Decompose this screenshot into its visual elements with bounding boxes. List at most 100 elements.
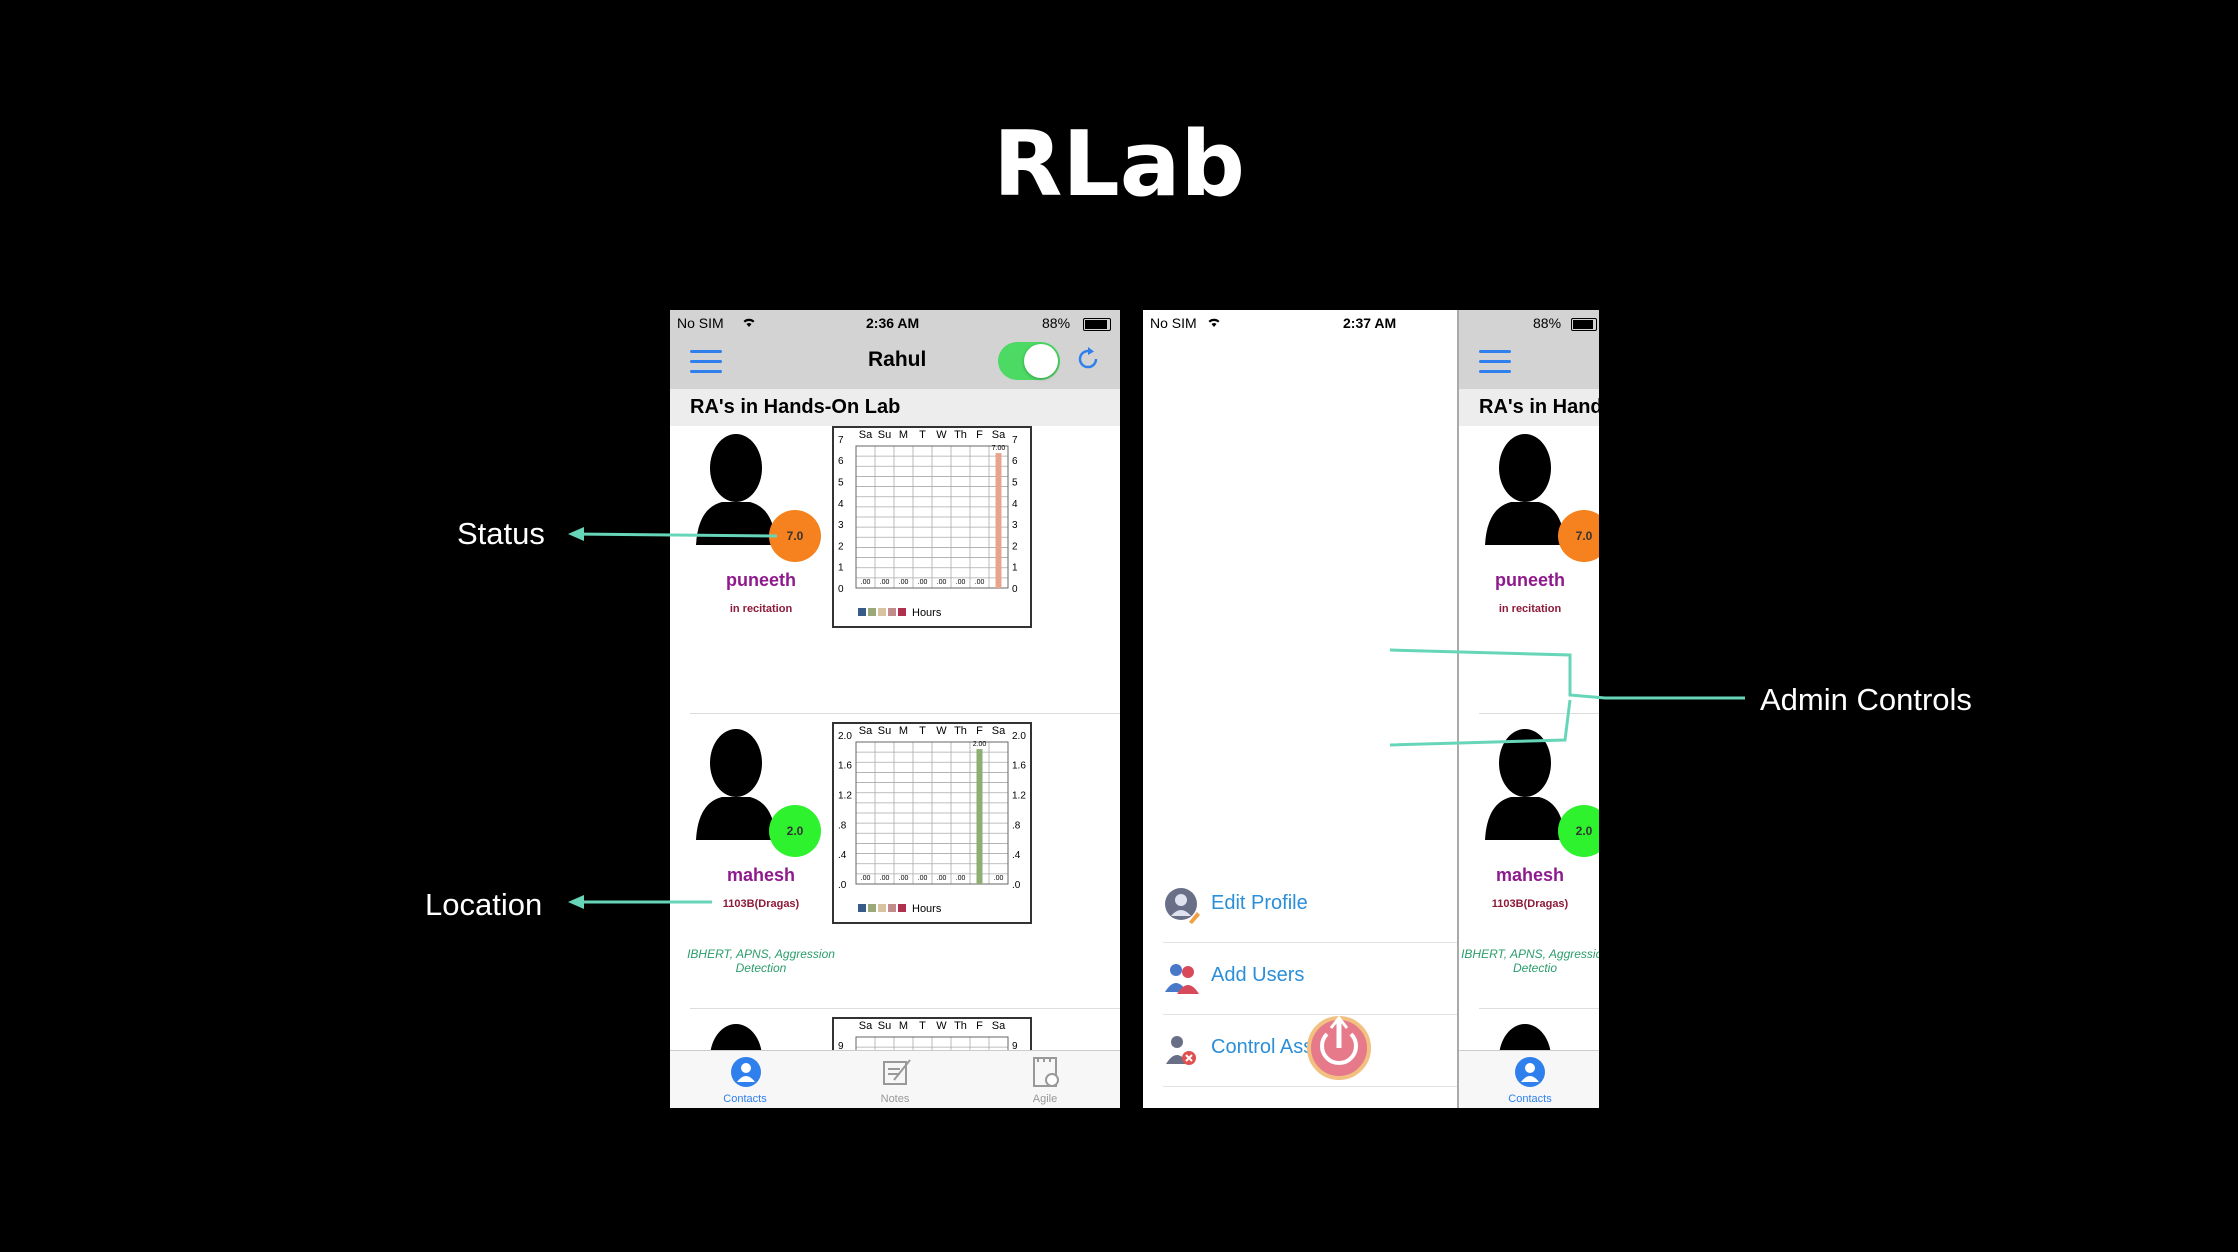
value-label: .00 [937, 875, 947, 882]
category-label: T [919, 1020, 926, 1032]
category-label: Th [954, 725, 967, 737]
status-bar: No SIM 2:36 AM 88% [670, 310, 1120, 336]
y-tick-label: .8 [1012, 820, 1021, 831]
status-badge: 2.0 [1558, 805, 1599, 857]
y-tick-label: .0 [1012, 880, 1021, 891]
section-title: RA's in Hands-On Lab [670, 389, 1120, 426]
value-label: .00 [937, 579, 947, 586]
tab-contacts[interactable]: Contacts [670, 1051, 820, 1108]
category-label: Th [954, 1020, 967, 1032]
nav-title: Rahul [868, 348, 927, 371]
status-badge-fill [769, 510, 821, 562]
category-label: M [899, 429, 908, 441]
peek-main-content[interactable]: 88% RA's in Hand 7.0 puneeth in recitati… [1457, 310, 1599, 1108]
divider [1479, 1008, 1599, 1009]
legend-swatch [878, 904, 886, 912]
y-tick-label: 5 [1012, 478, 1018, 489]
y-tick-label: 1.2 [838, 791, 852, 802]
menu-label: Add Users [1211, 964, 1305, 986]
menu-add-users[interactable]: Add Users [1163, 942, 1459, 1015]
category-label: Sa [859, 725, 873, 737]
value-label: .00 [861, 875, 871, 882]
y-tick-label: 0 [838, 584, 844, 595]
category-label: Sa [859, 1020, 873, 1032]
battery-icon [1571, 318, 1597, 331]
status-arrow [571, 532, 778, 538]
category-label: W [936, 429, 947, 441]
status-badge: 7.0 [1558, 510, 1599, 562]
wifi-icon [1206, 310, 1222, 336]
y-tick-label: 3 [838, 520, 844, 531]
category-label: Sa [992, 725, 1006, 737]
legend-swatch [898, 608, 906, 616]
slide-title: RLab [993, 112, 1245, 217]
carrier-label: No SIM [1150, 315, 1197, 331]
category-label: Su [878, 725, 891, 737]
category-label: W [936, 725, 947, 737]
refresh-icon[interactable] [1074, 345, 1102, 378]
y-tick-label: 4 [838, 499, 844, 510]
legend-swatch [868, 904, 876, 912]
avatar [690, 725, 782, 840]
divider [690, 1008, 1120, 1009]
y-tick-label: 9 [1012, 1041, 1018, 1052]
tab-contacts[interactable]: Contacts [1459, 1051, 1599, 1108]
add-users-icon [1163, 958, 1201, 998]
value-label: .00 [880, 875, 890, 882]
clock: 2:37 AM [1343, 315, 1397, 331]
hamburger-menu-icon[interactable] [690, 350, 722, 374]
contacts-icon [730, 1056, 762, 1091]
side-menu: No SIM 2:37 AM Edit Profile Add Users Co… [1143, 310, 1459, 1108]
legend-swatch [858, 904, 866, 912]
tab-label: Notes [880, 1093, 910, 1105]
availability-toggle[interactable] [998, 342, 1060, 380]
category-label: Su [878, 1020, 891, 1032]
person-location: 1103B(Dragas) [1491, 898, 1569, 910]
hamburger-menu-icon[interactable] [1479, 350, 1511, 374]
y-tick-label: 2.0 [838, 731, 852, 742]
person-name[interactable]: mahesh [1495, 865, 1565, 885]
status-value: 2.0 [786, 824, 804, 838]
person-name[interactable]: puneeth [726, 570, 796, 590]
y-tick-label: 1.2 [1012, 791, 1026, 802]
value-label: .00 [899, 579, 909, 586]
category-label: Sa [992, 429, 1006, 441]
y-tick-label: 9 [838, 1041, 844, 1052]
category-label: M [899, 725, 908, 737]
tab-notes[interactable]: Notes [820, 1051, 970, 1108]
value-label: .00 [975, 579, 985, 586]
category-label: F [976, 725, 983, 737]
category-label: T [919, 429, 926, 441]
power-logout-icon[interactable] [1303, 1010, 1375, 1087]
nav-bar: 88% [1459, 310, 1599, 389]
tab-agile[interactable]: Agile [970, 1051, 1120, 1108]
y-tick-label: 2 [1012, 541, 1018, 552]
tab-label: Contacts [1508, 1093, 1552, 1105]
person-location: in recitation [1498, 603, 1562, 615]
status-bar: No SIM 2:37 AM [1143, 310, 1457, 336]
status-value: 7.0 [1575, 529, 1593, 543]
person-projects: IBHERT, APNS, Aggression Detectio [1461, 947, 1599, 975]
y-tick-label: 7 [1012, 435, 1018, 446]
value-label: .00 [918, 875, 928, 882]
contacts-icon [1514, 1056, 1546, 1091]
person-name[interactable]: puneeth [1495, 570, 1565, 590]
menu-edit-profile[interactable]: Edit Profile [1163, 870, 1459, 943]
category-label: F [976, 429, 983, 441]
battery-icon [1083, 318, 1111, 331]
value-label: .00 [956, 875, 966, 882]
person-name[interactable]: mahesh [726, 865, 796, 885]
plot-frame [855, 445, 1009, 589]
legend-label: Hours [912, 607, 942, 619]
value-label: .00 [899, 875, 909, 882]
status-arrowhead [568, 527, 584, 541]
y-tick-label: 7 [838, 435, 844, 446]
category-label: M [899, 1020, 908, 1032]
y-tick-label: 6 [1012, 456, 1018, 467]
y-tick-label: .4 [1012, 850, 1021, 861]
y-tick-label: .4 [838, 850, 847, 861]
status-value: 2.0 [1575, 824, 1593, 838]
